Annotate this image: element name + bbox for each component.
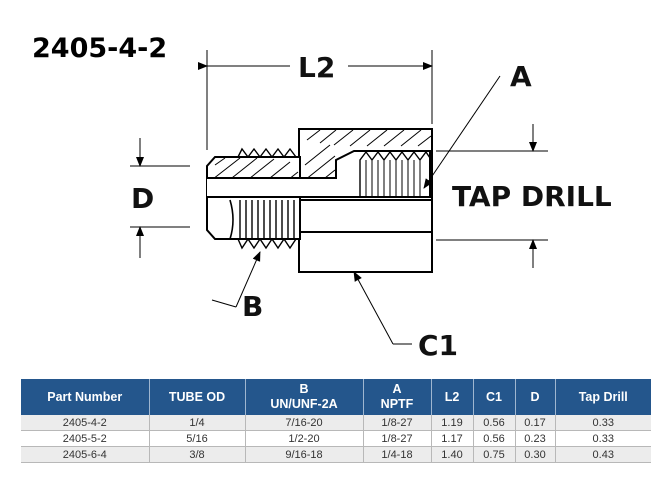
flare-thread-bottom (229, 199, 297, 250)
label-b: B (242, 290, 263, 323)
label-c1: C1 (418, 329, 458, 362)
cell-tube-od: 5/16 (149, 430, 246, 447)
cell-c1: 0.56 (473, 415, 516, 431)
part-title: 2405-4-2 (32, 33, 167, 64)
label-d: D (131, 182, 154, 215)
pipe-thread-lines (365, 160, 421, 197)
label-tap-drill: TAP DRILL (452, 180, 612, 213)
cell-part-number: 2405-6-4 (21, 446, 150, 463)
cell-b-thread: 1/2-20 (245, 430, 364, 447)
cell-a-thread: 1/8-27 (363, 430, 432, 447)
cell-a-thread: 1/8-27 (363, 415, 432, 431)
flare-thread-top (237, 147, 297, 159)
cell-b-thread: 7/16-20 (245, 415, 364, 431)
cell-l2: 1.17 (431, 430, 474, 447)
cell-part-number: 2405-5-2 (21, 430, 150, 447)
cell-c1: 0.75 (473, 446, 516, 463)
pipe-thread-upper (359, 150, 431, 197)
header-c1: C1 (473, 379, 516, 415)
cell-tap-drill: 0.33 (555, 415, 651, 431)
header-tap-drill: Tap Drill (555, 379, 651, 415)
cell-part-number: 2405-4-2 (21, 415, 150, 431)
table-row: 2405-6-4 3/8 9/16-18 1/4-18 1.40 0.75 0.… (21, 446, 651, 463)
cell-d: 0.30 (515, 446, 556, 463)
cell-tube-od: 3/8 (149, 446, 246, 463)
header-part-number: Part Number (21, 379, 150, 415)
label-a: A (510, 60, 532, 93)
cell-tap-drill: 0.33 (555, 430, 651, 447)
cell-tap-drill: 0.43 (555, 446, 651, 463)
header-l2: L2 (431, 379, 474, 415)
cell-b-thread: 9/16-18 (245, 446, 364, 463)
header-tube-od: TUBE OD (149, 379, 246, 415)
cell-l2: 1.19 (431, 415, 474, 431)
dimension-lines (130, 50, 548, 345)
cell-c1: 0.56 (473, 430, 516, 447)
cell-d: 0.17 (515, 415, 556, 431)
header-d: D (515, 379, 556, 415)
cell-tube-od: 1/4 (149, 415, 246, 431)
cell-l2: 1.40 (431, 446, 474, 463)
cell-d: 0.23 (515, 430, 556, 447)
fitting-diagram: 2405-4-2 (32, 33, 612, 362)
label-l2: L2 (298, 51, 335, 84)
cell-a-thread: 1/4-18 (363, 446, 432, 463)
inner-bore (207, 150, 431, 198)
table-row: 2405-5-2 5/16 1/2-20 1/8-27 1.17 0.56 0.… (21, 430, 651, 447)
table-row: 2405-4-2 1/4 7/16-20 1/8-27 1.19 0.56 0.… (21, 415, 651, 431)
